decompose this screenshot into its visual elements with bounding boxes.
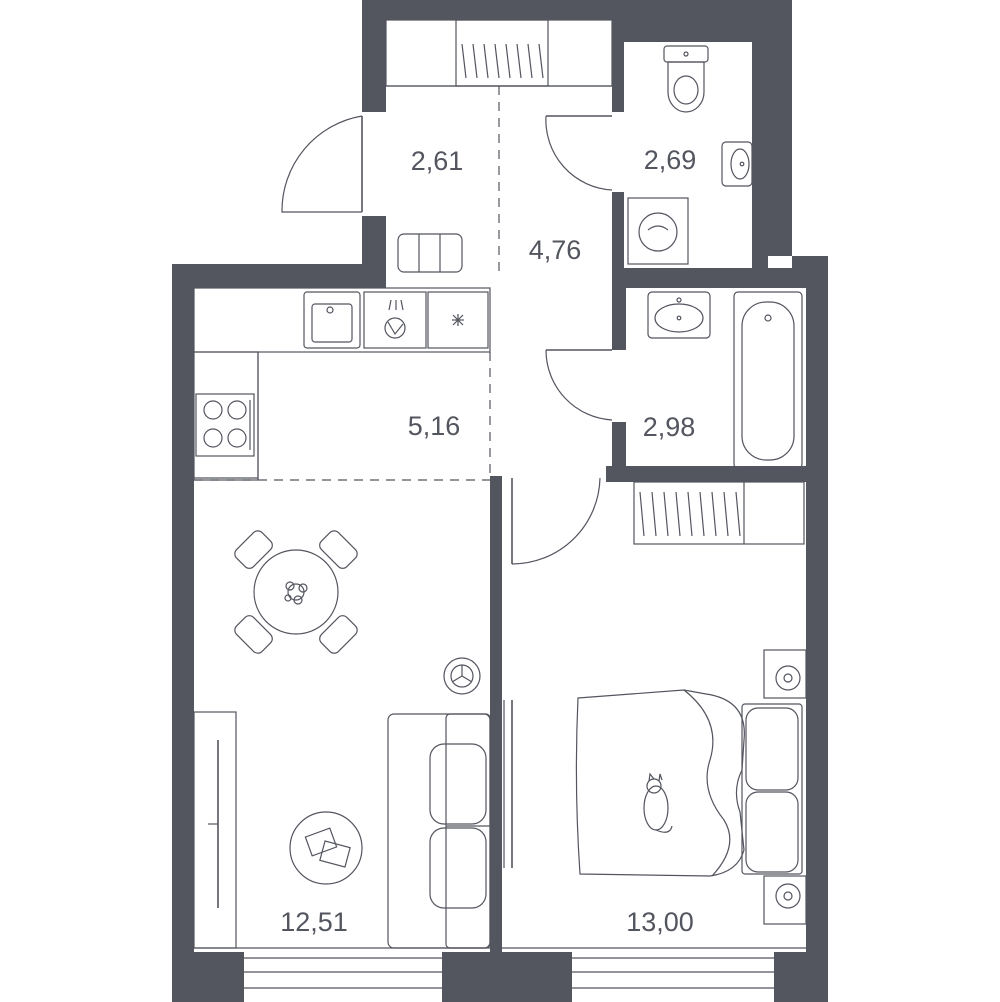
fridge-icon <box>427 291 489 349</box>
area-label-toilet: 2,69 <box>644 145 697 175</box>
tv-icon <box>193 711 237 949</box>
sink-icon <box>721 141 753 187</box>
area-label-hallway: 4,76 <box>529 235 582 265</box>
bedroom-tv-icon <box>503 700 513 868</box>
doors <box>281 115 613 565</box>
bathroom-door-icon <box>545 349 613 421</box>
stove-icon <box>195 393 255 457</box>
washing-machine-icon <box>627 197 689 265</box>
bedroom-door-icon <box>511 477 601 565</box>
area-label-living-room: 12,51 <box>280 907 348 937</box>
area-labels: 2,61 4,76 2,69 5,16 2,98 12,51 13,00 <box>280 145 696 937</box>
double-bed-icon <box>575 689 803 877</box>
nightstand-icon <box>763 875 807 925</box>
cat-icon <box>643 772 673 833</box>
toilet-icon <box>663 45 709 113</box>
coffee-table-icon <box>289 811 363 885</box>
plant-icon <box>284 581 308 605</box>
area-label-kitchen: 5,16 <box>408 411 461 441</box>
dining-table-icon <box>234 530 358 654</box>
robot-vacuum-icon <box>443 657 481 695</box>
wardrobe-icon <box>385 19 613 87</box>
nightstand-icon <box>763 649 807 699</box>
bedroom-wardrobe-icon <box>633 481 805 545</box>
sofa-icon <box>387 713 491 949</box>
entrance-door-icon <box>281 115 363 213</box>
shoe-rack-icon <box>397 233 463 273</box>
dishwasher-icon <box>363 291 427 349</box>
walls <box>172 0 828 1002</box>
area-label-bedroom: 13,00 <box>626 907 694 937</box>
area-label-bathroom: 2,98 <box>643 412 696 442</box>
bathtub-icon <box>733 291 803 469</box>
kitchen-sink-icon <box>303 291 361 349</box>
bathroom-sink-icon <box>647 291 711 339</box>
area-label-vestibule: 2,61 <box>411 146 464 176</box>
windows <box>194 85 806 989</box>
toilet-door-icon <box>545 115 613 191</box>
kitchen-counter <box>193 287 491 481</box>
